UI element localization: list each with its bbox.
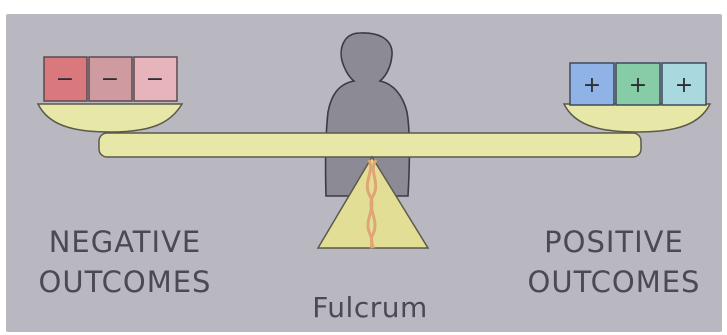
negative-blocks: − − − <box>44 57 177 101</box>
positive-outcomes-label: POSITIVE OUTCOMES <box>508 222 720 302</box>
negative-outcomes-label: NEGATIVE OUTCOMES <box>20 222 230 302</box>
negative-label-line1: NEGATIVE <box>20 222 230 262</box>
positive-sign-1: + <box>583 73 601 98</box>
fulcrum-label: Fulcrum <box>280 288 460 328</box>
left-pan <box>38 104 182 132</box>
right-pan <box>564 104 710 132</box>
positive-label-line1: POSITIVE <box>508 222 720 262</box>
balance-beam <box>99 133 641 157</box>
negative-sign-3: − <box>146 67 164 92</box>
negative-sign-1: − <box>56 67 74 92</box>
negative-label-line2: OUTCOMES <box>20 262 230 302</box>
negative-sign-2: − <box>101 67 119 92</box>
positive-blocks: + + + <box>570 63 706 105</box>
positive-sign-3: + <box>675 73 693 98</box>
positive-sign-2: + <box>629 73 647 98</box>
positive-label-line2: OUTCOMES <box>508 262 720 302</box>
